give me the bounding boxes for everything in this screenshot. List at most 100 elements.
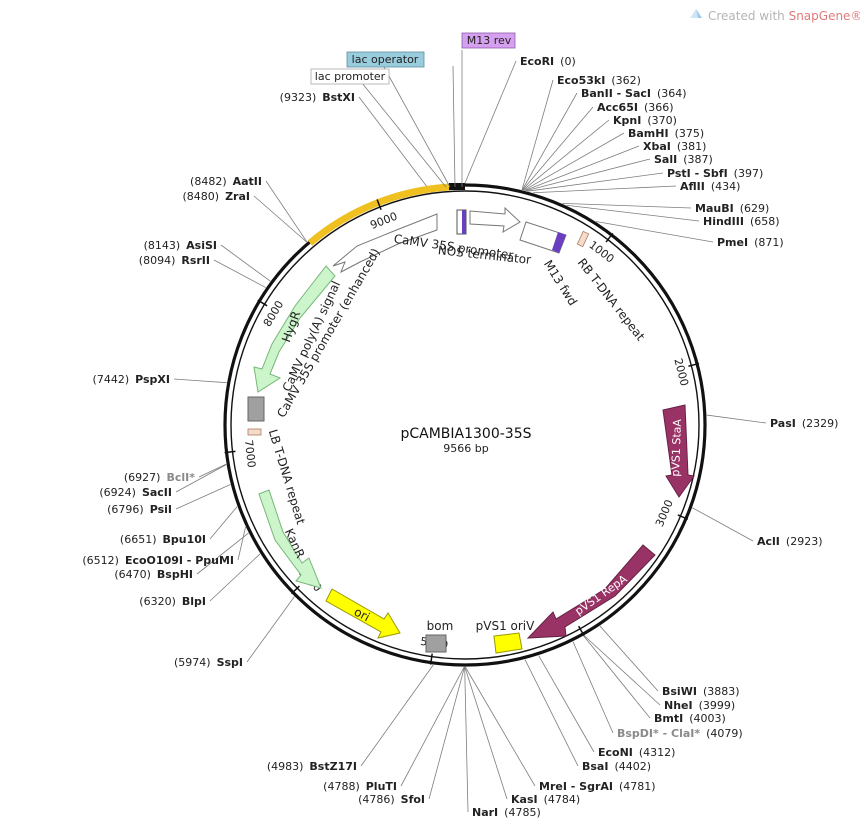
plasmid-size: 9566 bp	[443, 442, 488, 455]
restriction-site[interactable]: KasI(4784)	[464, 666, 580, 806]
enzyme-label: (6927)BclI*	[124, 471, 195, 484]
restriction-site[interactable]: HindIII(658)	[566, 204, 780, 228]
enzyme-name: Eco53kI	[557, 74, 605, 87]
enzyme-position: (4983)	[267, 760, 304, 773]
lb-tdna-box[interactable]	[247, 428, 262, 436]
restriction-site[interactable]: EcoNI (4312)	[538, 655, 676, 759]
enzyme-label: PasI(2329)	[770, 417, 838, 430]
restriction-site[interactable]: (9323)BstXI	[280, 91, 427, 187]
m13-fwd-label: M13 fwd	[541, 258, 580, 309]
tick-label: 2000	[671, 357, 691, 387]
enzyme-name: MauBI	[695, 202, 734, 215]
enzyme-label: (6320)BlpI	[139, 595, 206, 608]
restriction-site[interactable]: MreI - SgrAI(4781)	[464, 666, 656, 793]
restriction-site[interactable]: (7442)PspXI	[93, 373, 227, 386]
restriction-site[interactable]: PstI - SbfI(397)	[527, 167, 763, 192]
restriction-site[interactable]: NheI(3999)	[583, 635, 735, 712]
restriction-site[interactable]: (4788)PluTI	[323, 666, 465, 793]
enzyme-name: AclI	[757, 535, 780, 548]
site-leader-line	[566, 204, 700, 222]
enzyme-name: EcoNI	[598, 746, 633, 759]
nos-terminator-arrow[interactable]	[469, 206, 521, 233]
pvs1-repa-label: pVS1 RepA	[573, 572, 630, 618]
restriction-site[interactable]: (6924)SacII	[99, 464, 227, 499]
restriction-site[interactable]: (8143)AsiSI	[144, 239, 271, 282]
restriction-site[interactable]: (8482)AatII	[190, 175, 308, 243]
site-leader-line	[583, 635, 661, 706]
enzyme-position: (375)	[675, 127, 705, 140]
bom-box[interactable]	[425, 634, 447, 653]
enzyme-name: PsiI	[150, 503, 172, 516]
enzyme-position: (387)	[683, 153, 713, 166]
ori-arrow[interactable]	[325, 588, 401, 639]
camv-polya-box[interactable]	[247, 396, 265, 422]
enzyme-name: BsaI	[582, 760, 608, 773]
restriction-site[interactable]: (6512)EcoO109I - PpuMI	[82, 526, 246, 567]
restriction-site[interactable]: (6651)Bpu10I	[120, 506, 238, 546]
restriction-site[interactable]: MauBI(629)	[562, 202, 769, 215]
site-leader-line	[464, 666, 469, 813]
enzyme-position: (5974)	[174, 656, 211, 669]
m13-fwd-box[interactable]	[462, 210, 466, 234]
enzyme-label: PmeI(871)	[717, 236, 784, 249]
camv35s-promoter-arrow[interactable]	[332, 213, 438, 274]
kanr-arrow[interactable]	[258, 489, 322, 589]
enzyme-name: BstXI	[322, 91, 355, 104]
lac-operator-tag[interactable]	[346, 51, 425, 68]
enzyme-label: PstI - SbfI(397)	[667, 167, 763, 180]
restriction-site[interactable]: BspDI* - ClaI*(4079)	[572, 641, 743, 740]
lac-promoter-tag[interactable]	[310, 68, 390, 85]
enzyme-name: Acc65I	[597, 101, 638, 114]
restriction-site[interactable]: Eco53kI(362)	[521, 74, 641, 190]
restriction-site[interactable]: KpnI(370)	[522, 114, 677, 191]
restriction-site[interactable]: BmtI(4003)	[583, 635, 726, 725]
pvs1-repa-arrow[interactable]	[526, 544, 656, 639]
tick-mark	[677, 514, 689, 520]
pvs1-staa-arrow[interactable]	[662, 404, 695, 498]
enzyme-name: BmtI	[654, 712, 683, 725]
hygr-arrow[interactable]	[253, 265, 336, 393]
restriction-site[interactable]: (6796)PsiI	[107, 484, 231, 516]
restriction-site[interactable]: PmeI(871)	[595, 221, 784, 249]
enzyme-position: (434)	[711, 180, 741, 193]
enzyme-position: (2329)	[802, 417, 839, 430]
restriction-site[interactable]: (6470)BspHI	[114, 532, 249, 581]
restriction-site[interactable]: (6320)BlpI	[139, 553, 261, 608]
enzyme-name: HindIII	[703, 215, 744, 228]
rb-tdna-box[interactable]	[576, 230, 590, 248]
restriction-site[interactable]: BamHI(375)	[523, 127, 705, 191]
restriction-site[interactable]: (5974)SspI	[174, 596, 295, 669]
pvs1-oriv-box[interactable]	[493, 632, 523, 654]
restriction-site[interactable]: Acc65I(366)	[522, 101, 674, 191]
restriction-site[interactable]: (4983)BstZ17I	[267, 664, 434, 773]
enzyme-position: (4312)	[639, 746, 676, 759]
restriction-site[interactable]: (4786)SfoI	[358, 666, 465, 806]
restriction-site[interactable]: XbaI(381)	[524, 140, 707, 191]
restriction-site[interactable]: (8480)ZraI	[183, 190, 307, 243]
site-leader-line	[562, 202, 692, 209]
site-leader-line	[464, 666, 508, 800]
restriction-site[interactable]: NarI(4785)	[464, 666, 541, 819]
m13-rev-tag[interactable]	[461, 32, 516, 49]
restriction-site[interactable]: (8094)RsrII	[139, 254, 266, 288]
site-leader-line	[209, 506, 238, 540]
restriction-site[interactable]: AflII(434)	[533, 180, 741, 194]
enzyme-position: (871)	[754, 236, 784, 249]
restriction-site[interactable]: BanII - SacI(364)	[521, 87, 687, 191]
restriction-site[interactable]: SalI(387)	[525, 153, 713, 192]
restriction-site[interactable]: (6927)BclI*	[124, 463, 227, 484]
enzyme-position: (7442)	[93, 373, 130, 386]
restriction-site[interactable]: PasI(2329)	[706, 414, 839, 430]
restriction-site[interactable]: AclI(2923)	[692, 507, 822, 548]
restriction-site[interactable]: BsaI(4402)	[524, 659, 651, 773]
enzyme-label: (5974)SspI	[174, 656, 243, 669]
enzyme-label: HindIII(658)	[703, 215, 780, 228]
restriction-site[interactable]: EcoRI(0)	[464, 55, 576, 184]
site-leader-line	[358, 96, 427, 187]
restriction-site[interactable]: BsiWI(3883)	[599, 625, 740, 698]
enzyme-name: ZraI	[225, 190, 250, 203]
enzyme-label: (8480)ZraI	[183, 190, 251, 203]
site-leader-line	[522, 119, 610, 191]
top-tags: lac operator lac promoter M13 rev	[310, 32, 516, 188]
